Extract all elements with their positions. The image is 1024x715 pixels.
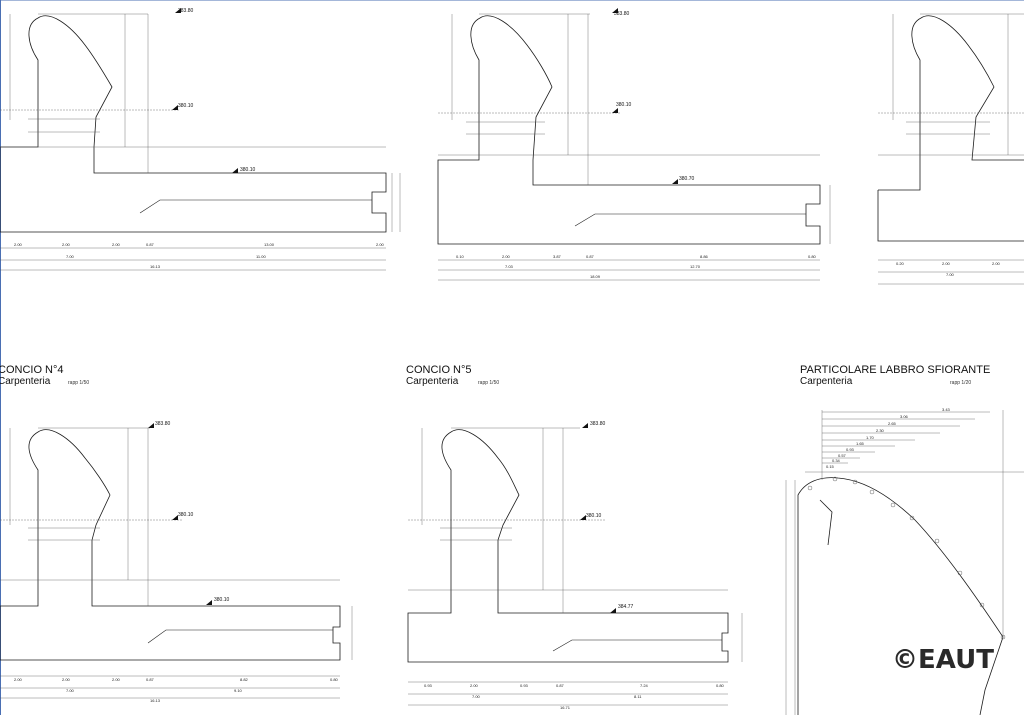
svg-text:0.80: 0.80 [716,683,725,688]
dimension-labels-top-right: 0.20 2.00 2.00 7.00 [896,261,1001,277]
elevation-labels-top-left: 383.80 380.10 380.10 [178,8,256,173]
view-scale-concio-5: rapp 1/50 [478,380,500,386]
svg-text:12.70: 12.70 [690,264,701,269]
svg-text:16.71: 16.71 [560,705,571,710]
elevation-labels-concio-4: 383.80 380.10 380.10 [155,421,230,603]
svg-text:7.00: 7.00 [472,694,481,699]
svg-text:7.00: 7.00 [946,272,955,277]
elevation-label: 383.80 [155,421,171,427]
svg-text:2.00: 2.00 [62,677,71,682]
view-subtitle-concio-5: Carpenteria [406,376,459,387]
svg-text:16.13: 16.13 [150,264,161,269]
svg-text:2.00: 2.00 [112,242,121,247]
dimension-labels-top-center: 0.10 2.00 3.87 0.87 8.86 0.80 7.03 12.70… [456,254,817,279]
svg-text:2.00: 2.00 [62,242,71,247]
section-view-top-right [877,13,1024,285]
view-subtitle-concio-4: Carpenteria [0,376,51,387]
svg-text:16.13: 16.13 [150,698,161,703]
svg-text:8.86: 8.86 [700,254,709,259]
svg-text:11.00: 11.00 [256,254,266,259]
svg-text:8.82: 8.82 [240,677,249,682]
svg-text:2.30: 2.30 [876,428,885,433]
svg-text:7.24: 7.24 [640,683,649,688]
elevation-label: 380.70 [679,176,695,182]
svg-text:0.87: 0.87 [586,254,595,259]
dimension-labels-top-left: 2.00 2.00 2.00 0.87 13.00 2.00 7.00 11.0… [14,242,385,269]
elevation-label: 380.10 [178,103,194,109]
copyright-watermark: ©EAUT [892,645,994,675]
svg-text:2.00: 2.00 [14,242,23,247]
elevation-label: 383.80 [178,8,194,14]
svg-text:1.65: 1.65 [856,441,865,446]
section-view-concio-4 [0,423,353,699]
svg-text:3.06: 3.06 [900,414,909,419]
svg-text:0.10: 0.10 [456,254,465,259]
elevation-labels-top-center: 383.80 380.10 380.70 [614,11,695,182]
view-subtitle-detail: Carpenteria [800,376,853,387]
svg-text:2.00: 2.00 [992,261,1001,266]
elevation-labels-concio-5: 383.80 380.10 384.77 [586,421,634,610]
svg-text:0.93: 0.93 [424,683,433,688]
elevation-label: 380.10 [240,167,256,173]
svg-text:0.80: 0.80 [808,254,817,259]
view-title-concio-5: CONCIO N°5 [406,364,472,376]
svg-text:2.00: 2.00 [376,242,385,247]
svg-text:0.87: 0.87 [146,242,155,247]
svg-text:0.87: 0.87 [146,677,155,682]
svg-text:18.09: 18.09 [590,274,601,279]
section-view-top-left [0,8,401,271]
elevation-label: 383.80 [614,11,630,17]
svg-text:3.43: 3.43 [942,407,951,412]
svg-text:2.00: 2.00 [502,254,511,259]
svg-text:3.87: 3.87 [553,254,562,259]
svg-text:2.00: 2.00 [470,683,479,688]
view-scale-concio-4: rapp 1/50 [68,380,90,386]
svg-text:0.93: 0.93 [520,683,529,688]
elevation-label: 380.10 [214,597,230,603]
svg-text:0.20: 0.20 [896,261,905,266]
svg-text:0.34: 0.34 [832,458,841,463]
elevation-label: 380.10 [616,102,632,108]
svg-text:2.00: 2.00 [14,677,23,682]
view-scale-detail: rapp 1/20 [950,380,972,386]
elevation-label: 380.10 [586,513,602,519]
dimension-labels-concio-5: 0.93 2.00 0.93 0.87 7.24 0.80 7.00 8.11 … [424,683,725,710]
section-view-concio-5 [407,423,743,706]
svg-text:0.93: 0.93 [846,447,855,452]
elevation-label: 383.80 [590,421,606,427]
view-title-detail: PARTICOLARE LABBRO SFIORANTE [800,364,991,376]
dimension-labels-detail: 3.43 3.06 2.65 2.30 1.70 1.65 0.93 0.57 … [826,407,951,469]
svg-text:0.87: 0.87 [556,683,565,688]
svg-text:7.00: 7.00 [66,254,75,259]
svg-text:1.70: 1.70 [866,435,875,440]
svg-text:0.80: 0.80 [330,677,339,682]
view-title-concio-4: CONCIO N°4 [0,364,64,376]
svg-text:8.11: 8.11 [634,694,642,699]
dimension-labels-concio-4: 2.00 2.00 2.00 0.87 8.82 0.80 7.00 9.10 … [14,677,339,703]
svg-text:7.03: 7.03 [505,264,514,269]
elevation-label: 380.10 [178,512,194,518]
section-view-top-center [437,8,831,281]
svg-text:9.10: 9.10 [234,688,243,693]
elevation-label: 384.77 [618,604,634,610]
detail-view-labbro-sfiorante [785,410,1024,715]
svg-text:2.00: 2.00 [112,677,121,682]
svg-text:2.65: 2.65 [888,421,897,426]
svg-text:0.15: 0.15 [826,464,835,469]
svg-text:7.00: 7.00 [66,688,75,693]
svg-text:0.57: 0.57 [838,453,847,458]
svg-text:2.00: 2.00 [942,261,951,266]
svg-text:13.00: 13.00 [264,242,275,247]
